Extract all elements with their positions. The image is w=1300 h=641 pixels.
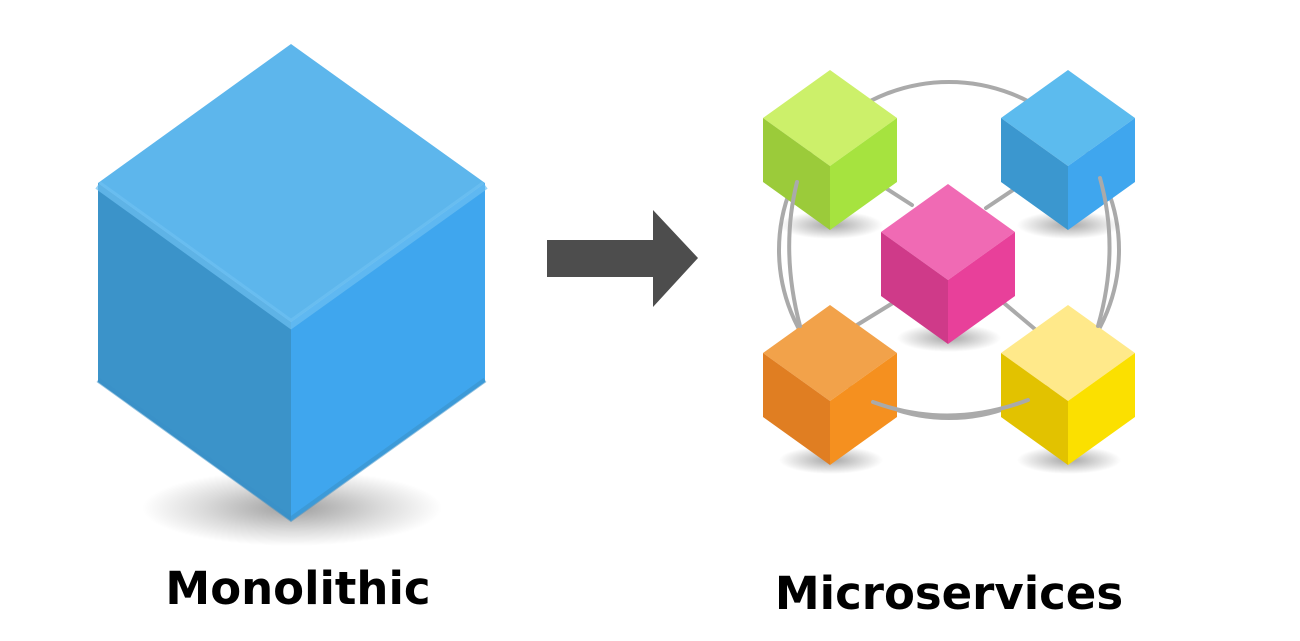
service-cube-blue (1001, 70, 1135, 239)
service-ring (777, 80, 1121, 420)
service-connectors-front (787, 176, 1112, 418)
monolith-cube (95, 44, 488, 546)
monolithic-label: Monolithic (165, 562, 431, 615)
monolith-edge-highlight (95, 181, 488, 330)
monolith-bottom-edge (96, 377, 487, 523)
connector-green-left (787, 180, 802, 328)
transition-arrow (547, 210, 698, 307)
monolith-left-face (98, 183, 291, 521)
service-cube-orange (763, 305, 897, 474)
connector-orange-yellow (871, 398, 1030, 418)
service-cube-pink (881, 184, 1015, 352)
service-cube-yellow (1001, 305, 1135, 474)
connector-blue-right (1096, 176, 1112, 328)
service-cube-green (763, 70, 897, 239)
monolith-right-face (291, 183, 485, 521)
microservices-label: Microservices (774, 567, 1124, 620)
